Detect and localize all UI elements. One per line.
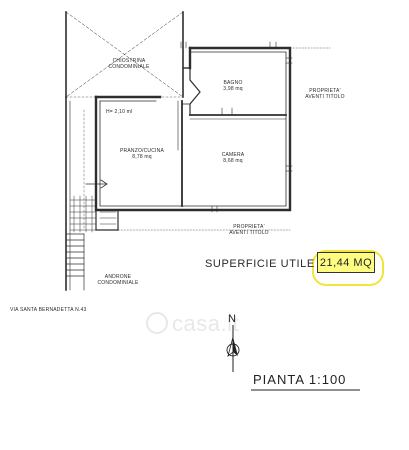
neighbor-top-label: PROPRIETA' AVENTI TITOLO xyxy=(305,88,345,100)
north-arrow-icon xyxy=(226,325,240,372)
androne-label: ANDRONE CONDOMINIALE xyxy=(97,274,139,286)
watermark-logo-icon xyxy=(146,312,168,334)
courtyard-label: CHIOSTRINA CONDOMINIALE xyxy=(108,58,150,70)
interior-walls xyxy=(177,67,287,207)
wall-ticks xyxy=(180,41,293,213)
surface-highlight xyxy=(312,250,384,286)
neighbor-bottom-label: PROPRIETA' AVENTI TITOLO xyxy=(229,224,269,236)
surface-value: 21,44 MQ xyxy=(317,252,375,273)
unit-outer-wall xyxy=(94,46,292,212)
scale-label: PIANTA 1:100 xyxy=(253,372,347,387)
bagno-label: BAGNO 3,98 mq xyxy=(223,80,243,92)
watermark: casa.it xyxy=(172,311,240,336)
corridor-walls xyxy=(65,96,119,291)
entry-arrow xyxy=(85,179,108,189)
stair-hatching xyxy=(69,195,117,233)
courtyard-outline xyxy=(65,11,184,98)
ceiling-height-label: H= 2,10 ml xyxy=(106,109,133,115)
north-label: N xyxy=(228,313,236,325)
address-label: VIA SANTA BERNADETTA N.43 xyxy=(10,307,87,313)
entrance-stairs xyxy=(65,233,85,291)
camera-label: CAMERA 8,68 mq xyxy=(221,152,245,164)
boundary-lines xyxy=(117,47,331,231)
surface-label: SUPERFICIE UTILE = xyxy=(205,258,326,270)
pranzo-cucina-label: PRANZO/CUCINA 8,78 mq xyxy=(120,148,164,160)
